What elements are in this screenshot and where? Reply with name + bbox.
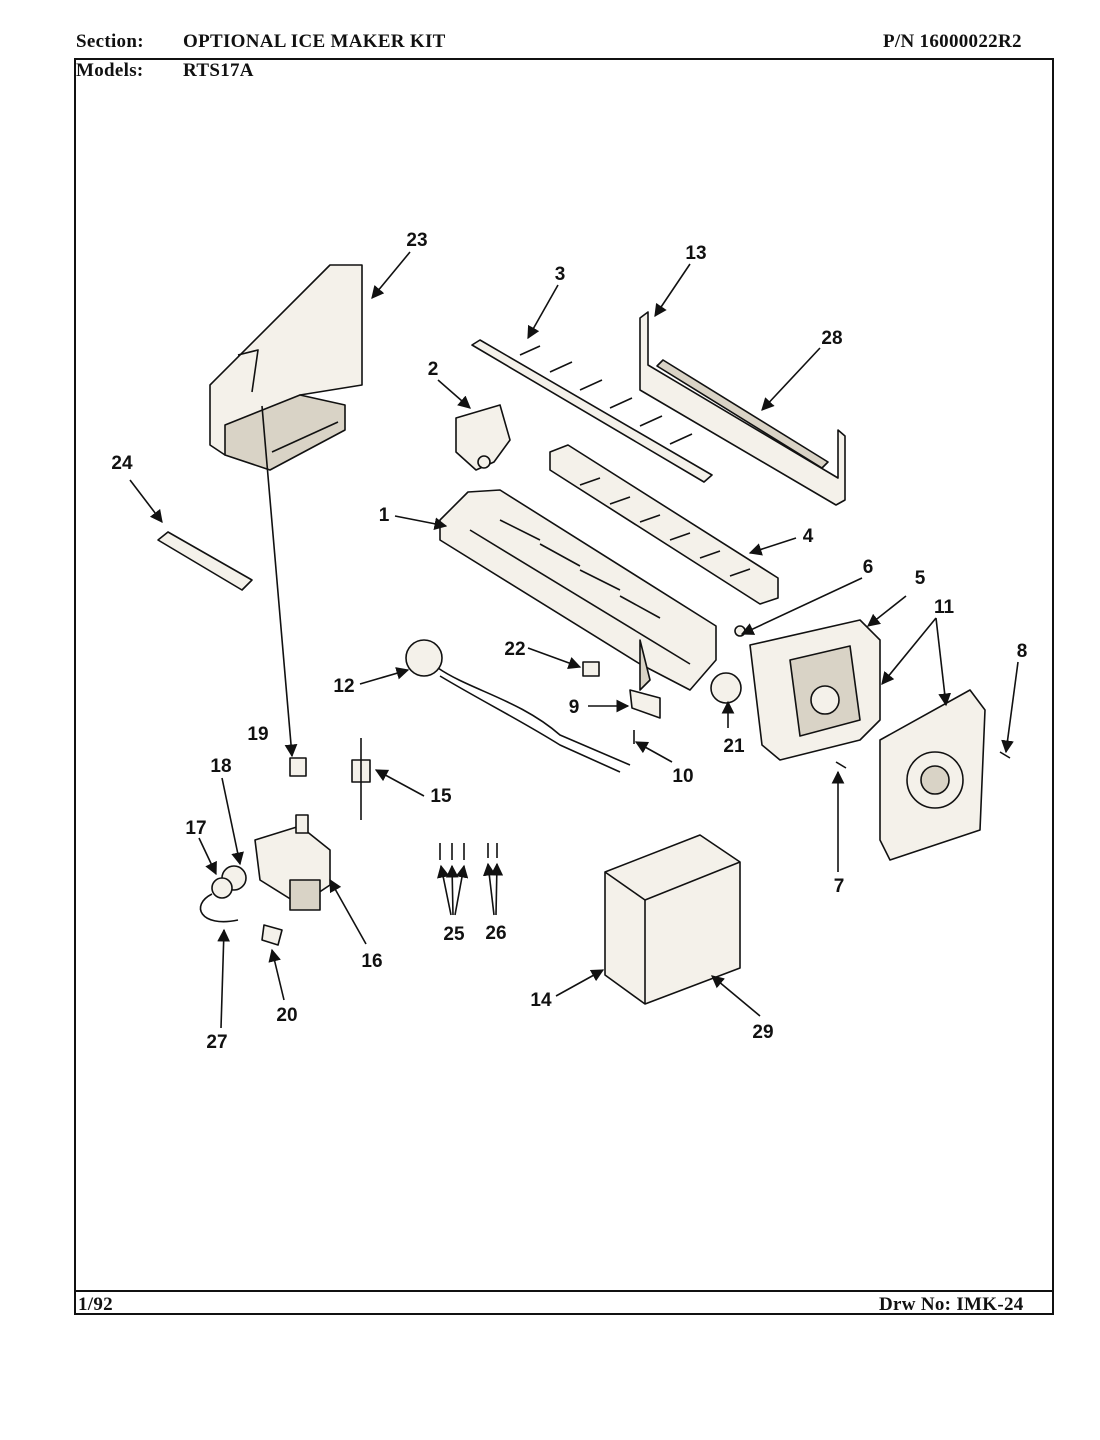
callout-27: 27: [206, 1032, 227, 1053]
callout-26: 26: [485, 923, 506, 944]
callout-13: 13: [685, 243, 706, 264]
part-23-shield: [209, 264, 363, 471]
callout-19: 19: [247, 724, 268, 745]
section-title: OPTIONAL ICE MAKER KIT: [183, 31, 446, 52]
footer-divider: [74, 1290, 1054, 1292]
callout-12: 12: [333, 676, 354, 697]
part-7-screw: [835, 761, 847, 769]
callout-7: 7: [834, 876, 845, 897]
part-3-ejector: [471, 339, 713, 483]
part-11-motor-plate: [879, 689, 986, 861]
section-label: Section:: [76, 31, 144, 52]
part-22-pad: [582, 661, 600, 677]
parts-25-26-screws: [439, 843, 498, 860]
part-13-28-bracket: [639, 311, 846, 506]
part-19-nut: [289, 757, 307, 777]
callout-15: 15: [430, 786, 452, 807]
models-value: RTS17A: [183, 60, 254, 81]
part-16-valve: [254, 814, 331, 911]
callout-4: 4: [803, 526, 814, 547]
callout-9: 9: [569, 697, 580, 718]
part-1-mold: [439, 489, 717, 691]
part-20-clamp: [261, 924, 283, 946]
callout-2: 2: [428, 359, 439, 380]
callout-25: 25: [443, 924, 465, 945]
callout-16: 16: [361, 951, 382, 972]
callout-1: 1: [379, 505, 390, 526]
callout-21: 21: [723, 736, 745, 757]
footer-date: 1/92: [78, 1294, 113, 1315]
part-21-gear: [710, 672, 742, 704]
drawing-frame: [74, 58, 1054, 1315]
part-9-clip: [629, 689, 661, 719]
callout-8: 8: [1017, 641, 1028, 662]
part-4-stripper: [549, 444, 779, 605]
drawing-number: Drw No: IMK-24: [879, 1294, 1024, 1315]
callout-11: 11: [934, 597, 955, 618]
part-8-screw: [999, 751, 1011, 759]
callout-24: 24: [111, 453, 133, 474]
callout-28: 28: [821, 328, 842, 349]
callout-23: 23: [406, 230, 427, 251]
callout-10: 10: [672, 766, 693, 787]
callout-5: 5: [915, 568, 926, 589]
callout-14: 14: [530, 990, 552, 1011]
callout-20: 20: [276, 1005, 297, 1026]
part-number: P/N 16000022R2: [883, 31, 1022, 52]
part-5-housing: [749, 619, 881, 761]
callout-17: 17: [185, 818, 206, 839]
callout-18: 18: [210, 756, 231, 777]
part-24-tube: [157, 531, 253, 591]
callout-29: 29: [752, 1022, 773, 1043]
part-27-wire: [199, 893, 239, 923]
part-12-harness: [405, 639, 631, 773]
callout-6: 6: [863, 557, 874, 578]
callout-22: 22: [504, 639, 525, 660]
part-6-screw: [734, 625, 746, 637]
models-label: Models:: [76, 60, 144, 81]
callout-3: 3: [555, 264, 566, 285]
part-2-thermostat: [455, 404, 511, 471]
part-17-strainer: [211, 877, 233, 899]
part-14-29-bin: [604, 834, 741, 1005]
